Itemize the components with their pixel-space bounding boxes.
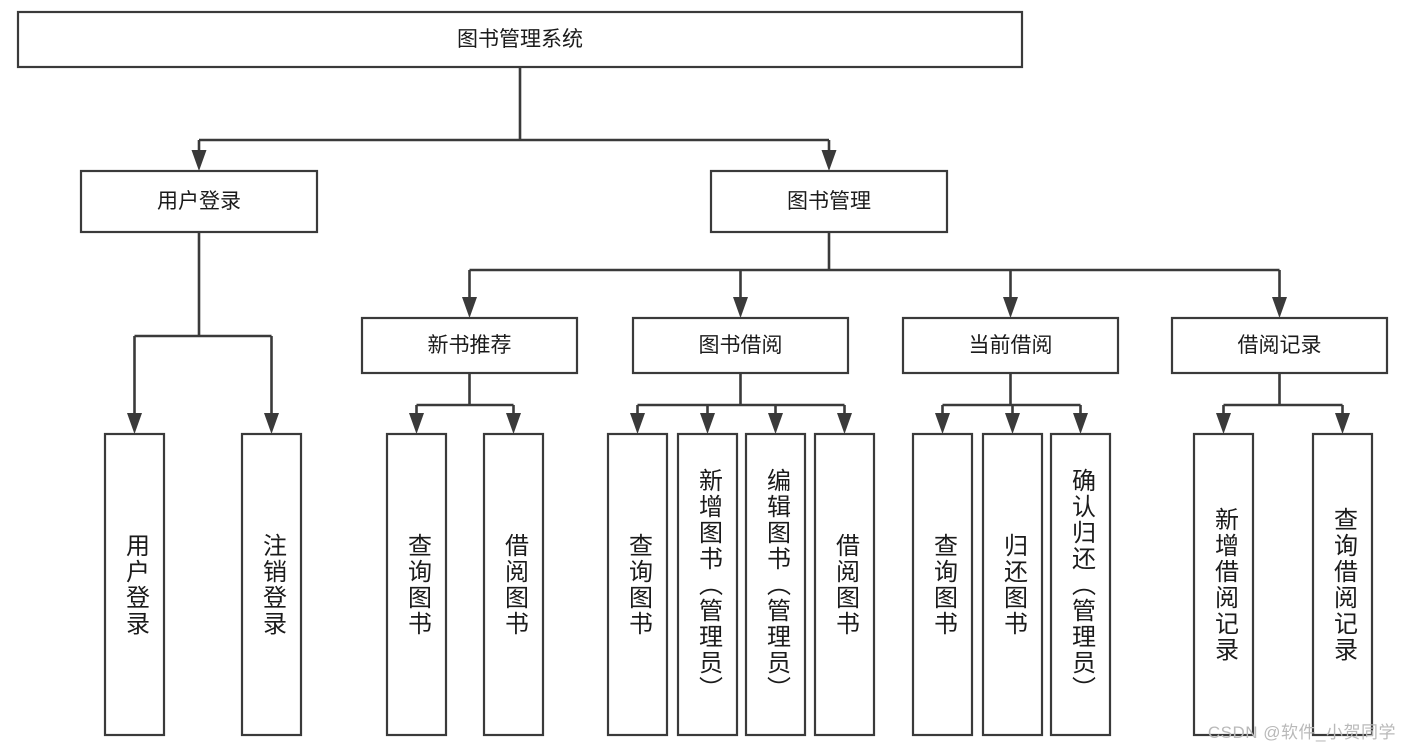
connector-edges-group: [127, 67, 1350, 434]
arrow-head-icon: [1073, 413, 1088, 434]
node-leaf-leaf-logout-login[interactable]: [240, 432, 303, 737]
node-root-undefined[interactable]: [16, 10, 1024, 69]
node-level3-label-borrow-record: 借阅记录: [1238, 334, 1322, 357]
arrow-head-icon: [1272, 297, 1287, 318]
arrow-head-icon: [935, 413, 950, 434]
arrow-head-icon: [837, 413, 852, 434]
arrow-head-icon: [700, 413, 715, 434]
arrow-head-icon: [462, 297, 477, 318]
node-leaf-leaf-query-borrow-record[interactable]: [1311, 432, 1374, 737]
arrow-head-icon: [733, 297, 748, 318]
node-level3-book-borrow[interactable]: [631, 316, 850, 375]
arrow-head-icon: [630, 413, 645, 434]
node-level3-current-borrow[interactable]: [901, 316, 1120, 375]
arrow-head-icon: [1335, 413, 1350, 434]
node-level3-label-current-borrow: 当前借阅: [969, 334, 1053, 357]
arrow-head-icon: [264, 413, 279, 434]
node-leaf-leaf-query-book-rec[interactable]: [385, 432, 448, 737]
node-leaf-leaf-add-book-admin[interactable]: [676, 432, 739, 737]
arrow-head-icon: [1003, 297, 1018, 318]
node-leaf-leaf-query-book-borrow[interactable]: [606, 432, 669, 737]
arrow-head-icon: [409, 413, 424, 434]
node-leaf-leaf-borrow-book[interactable]: [813, 432, 876, 737]
arrow-head-icon: [191, 150, 207, 171]
node-level3-label-new-book-recommend: 新书推荐: [428, 334, 512, 357]
arrow-head-icon: [768, 413, 783, 434]
node-leaf-leaf-edit-book-admin[interactable]: [744, 432, 807, 737]
node-level2-label-book-management: 图书管理: [787, 190, 871, 213]
arrow-head-icon: [506, 413, 521, 434]
node-leaf-leaf-return-book[interactable]: [981, 432, 1044, 737]
node-leaf-leaf-user-login[interactable]: [103, 432, 166, 737]
node-leaf-leaf-confirm-return-admin[interactable]: [1049, 432, 1112, 737]
node-level2-label-user-login: 用户登录: [157, 190, 241, 213]
node-root-label-undefined: 图书管理系统: [457, 28, 583, 51]
node-leaf-leaf-borrow-book-rec[interactable]: [482, 432, 545, 737]
node-level3-label-book-borrow: 图书借阅: [699, 334, 783, 357]
arrow-head-icon: [1005, 413, 1020, 434]
node-level2-user-login[interactable]: [79, 169, 319, 234]
arrow-head-icon: [127, 413, 142, 434]
node-leaf-leaf-query-book-current[interactable]: [911, 432, 974, 737]
node-level2-book-management[interactable]: [709, 169, 949, 234]
arrow-head-icon: [821, 150, 837, 171]
node-boxes-group: [16, 10, 1389, 737]
node-leaf-leaf-add-borrow-record[interactable]: [1192, 432, 1255, 737]
node-level3-new-book-recommend[interactable]: [360, 316, 579, 375]
node-level3-borrow-record[interactable]: [1170, 316, 1389, 375]
arrow-head-icon: [1216, 413, 1231, 434]
csdn-watermark: CSDN @软件_小贺同学: [1207, 723, 1396, 742]
